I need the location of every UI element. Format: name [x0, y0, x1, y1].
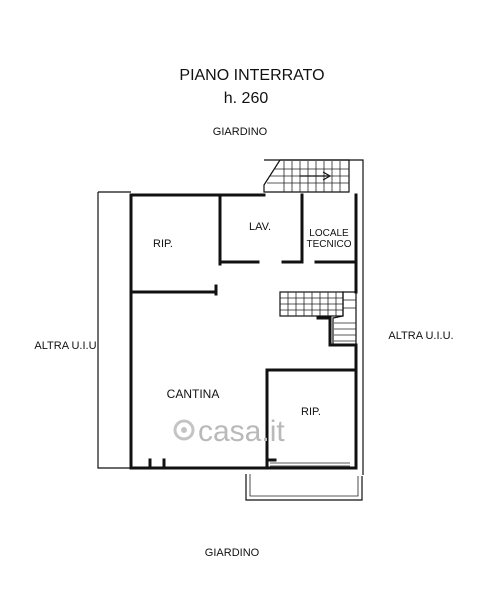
other-unit-right-label: ALTRA U.I.U.	[388, 330, 453, 342]
plan-title: PIANO INTERRATO	[179, 67, 324, 84]
watermark-logo-icon	[173, 419, 195, 441]
interior-staircase	[279, 291, 357, 346]
room-label-technical-line1: LOCALE	[309, 228, 349, 239]
room-label-storage-top: RIP.	[153, 238, 173, 250]
garden-top-label: GIARDINO	[213, 126, 268, 138]
upper-staircase	[263, 159, 350, 193]
room-label-laundry: LAV.	[249, 221, 271, 233]
watermark-text: casa.it	[198, 415, 285, 448]
room-label-cellar: CANTINA	[167, 387, 220, 401]
height-label: h. 260	[224, 90, 269, 107]
exterior-walls	[129, 193, 358, 470]
room-label-storage-bottom: RIP.	[301, 406, 321, 418]
stair-arrow-icon	[322, 171, 332, 181]
other-unit-left-label: ALTRA U.I.U.	[34, 340, 99, 352]
bottom-window	[270, 462, 350, 467]
property-outline	[97, 159, 364, 501]
garden-bottom-label: GIARDINO	[205, 547, 260, 559]
watermark: casa.it	[173, 415, 285, 448]
room-label-technical-line2: TECNICO	[307, 239, 352, 250]
